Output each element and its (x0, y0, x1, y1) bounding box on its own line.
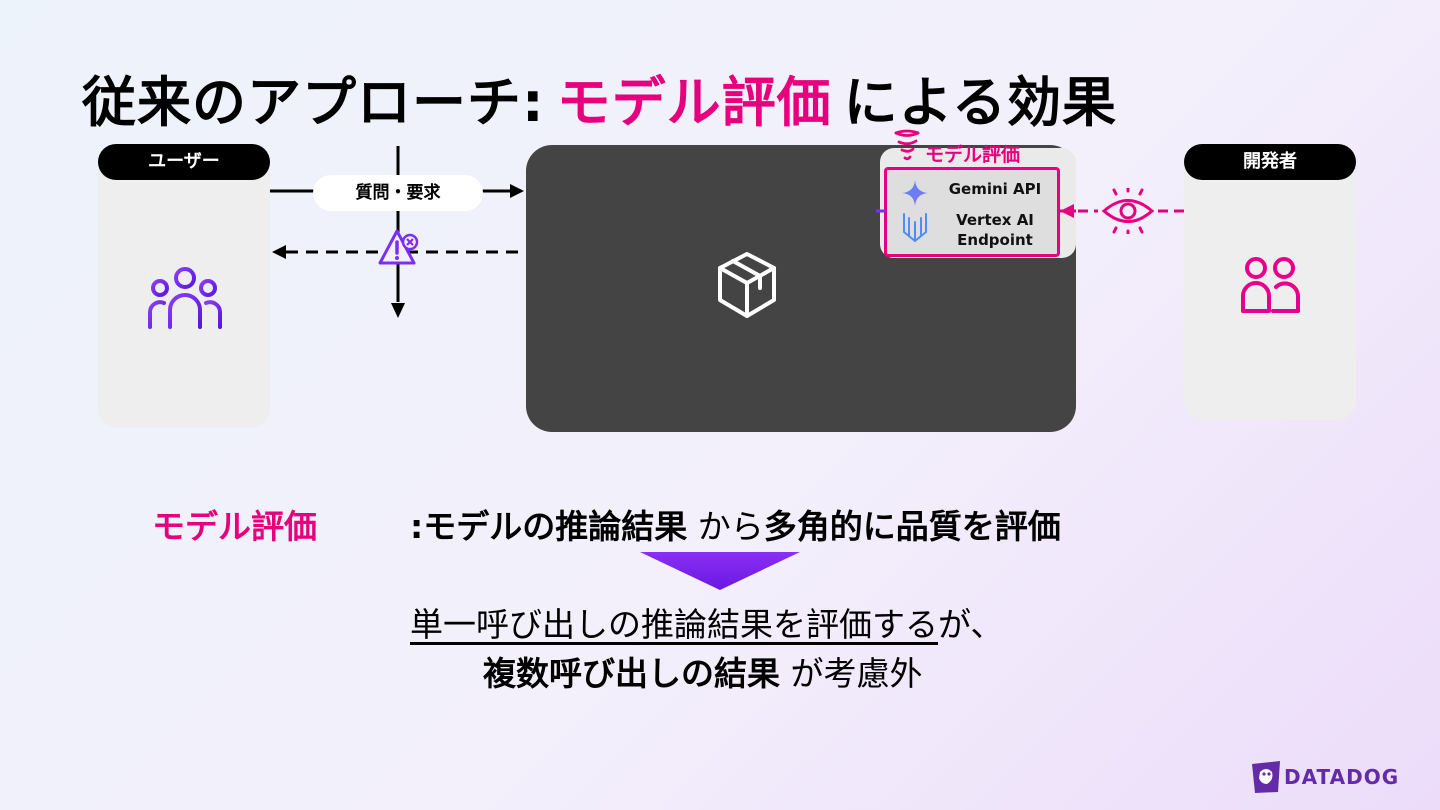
vertex-ai-icon (903, 213, 927, 243)
title-highlight: モデル評価 (556, 71, 832, 134)
observe-arrow (1060, 204, 1184, 218)
user-panel (98, 150, 270, 428)
down-arrow-icon (640, 552, 800, 590)
def-colon: : (410, 507, 424, 546)
note-line-2: 複数呼び出しの結果 が考慮外 (483, 647, 923, 695)
title-prefix: 従来のアプローチ: (82, 71, 545, 134)
package-icon (718, 252, 776, 318)
service-vertex-line1: Vertex AI (956, 211, 1034, 229)
users-icon (148, 267, 222, 329)
developers-icon (1241, 257, 1300, 313)
note-line-1: 単一呼び出しの推論結果を評価するが、 (410, 598, 1003, 646)
page-title: 従来のアプローチ:モデル評価による効果 (82, 58, 1117, 137)
note-line1-rest: が、 (938, 605, 1004, 644)
service-gemini-api: Gemini API (948, 180, 1042, 198)
eval-term: モデル評価 (152, 507, 317, 546)
eye-icon (1101, 188, 1155, 234)
note-underlined: 単一呼び出しの推論結果を評価する (410, 605, 938, 644)
developer-tag: 開発者 (1184, 144, 1356, 180)
def-bold-1: モデルの推論結果 (423, 507, 688, 546)
model-eval-label: モデル評価 (925, 144, 1021, 166)
title-suffix: による効果 (843, 71, 1117, 134)
request-label: 質問・要求 (313, 175, 483, 211)
def-bold-2: 多角的に品質を評価 (763, 507, 1061, 546)
user-tag: ユーザー (98, 144, 270, 180)
note-bold: 複数呼び出しの結果 (483, 654, 780, 693)
tornado-icon (894, 129, 920, 161)
def-mid: から (687, 507, 764, 546)
service-vertex-line2: Endpoint (957, 231, 1033, 249)
gemini-icon (902, 180, 928, 206)
brand-name: DATADOG (1284, 765, 1400, 789)
datadog-logo-icon (1252, 761, 1280, 793)
model-services-box: Gemini API Vertex AI Endpoint (884, 167, 1060, 257)
note-line2-rest: が考慮外 (780, 654, 923, 693)
developer-panel (1184, 150, 1356, 420)
eval-definition: :モデルの推論結果 から多角的に品質を評価 (410, 500, 1061, 548)
service-vertex-ai: Vertex AI Endpoint (939, 210, 1051, 250)
connector-line (876, 209, 886, 213)
warning-icon (378, 229, 419, 265)
